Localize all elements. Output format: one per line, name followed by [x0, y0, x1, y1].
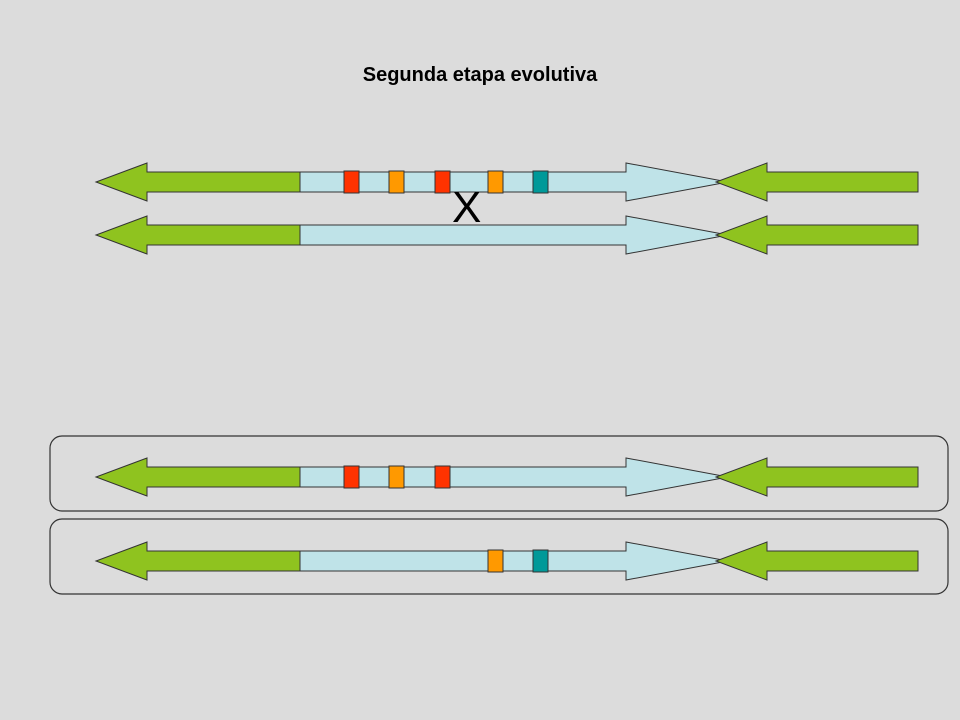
slide-title: Segunda etapa evolutiva [362, 64, 598, 86]
marker-orange [487, 549, 504, 573]
marker-orange [388, 170, 405, 194]
chromosome-top-2 [94, 215, 919, 255]
chromosome-top-1 [94, 162, 919, 202]
marker-orange [388, 465, 405, 489]
chromosome-bottom-2 [94, 541, 919, 581]
marker-red [343, 170, 360, 194]
green-arrow-right [714, 541, 919, 581]
green-arrow-left [94, 162, 301, 202]
green-arrow-left [94, 215, 301, 255]
green-arrow-left [94, 541, 301, 581]
cross-label: X [452, 183, 482, 232]
marker-red [434, 170, 451, 194]
green-arrow-right [714, 215, 919, 255]
marker-red [434, 465, 451, 489]
group-box-1 [49, 435, 949, 512]
light-blue-arrow [284, 541, 729, 581]
green-arrow-right [714, 457, 919, 497]
green-arrow-right [714, 162, 919, 202]
light-blue-arrow [284, 215, 729, 255]
marker-teal [532, 170, 549, 194]
marker-teal [532, 549, 549, 573]
group-box-2 [49, 518, 949, 595]
marker-red [343, 465, 360, 489]
marker-orange [487, 170, 504, 194]
green-arrow-left [94, 457, 301, 497]
chromosome-bottom-1 [94, 457, 919, 497]
chromosome-rows [94, 162, 919, 581]
